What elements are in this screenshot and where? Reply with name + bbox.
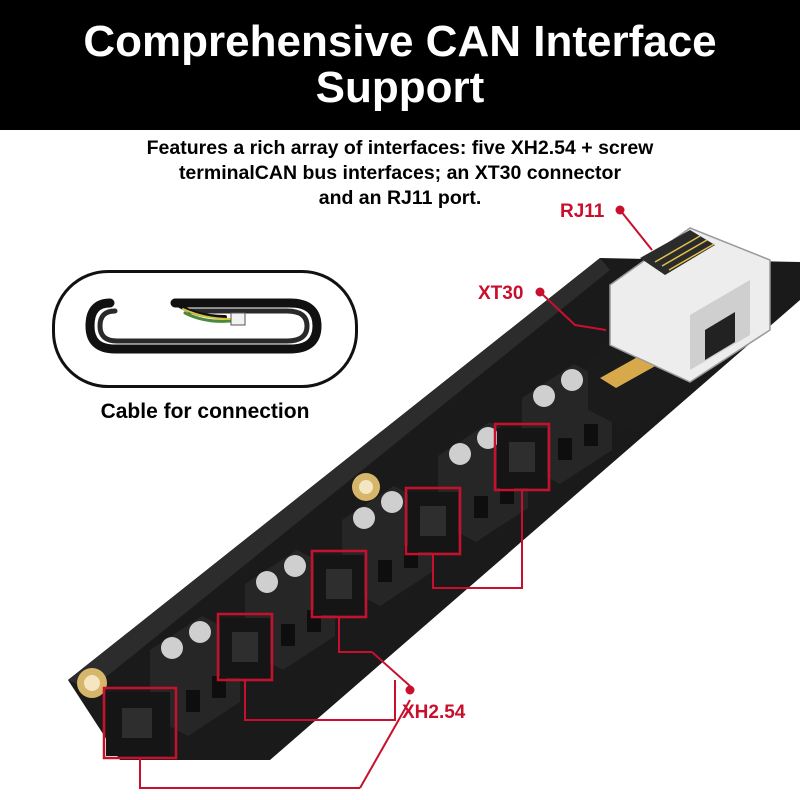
- xh254-connector: [106, 692, 170, 756]
- xh254-callout-dot: [405, 685, 415, 695]
- description-line: and an RJ11 port.: [318, 187, 482, 209]
- rj11-port: [609, 227, 771, 383]
- cable-caption: Cable for connection: [100, 400, 310, 423]
- xh254-connector: [220, 618, 270, 678]
- xh254-connector: [497, 428, 547, 488]
- rj11-leader-line: [619, 209, 653, 251]
- cable-icon: [85, 298, 322, 354]
- xt30-callout-dot: [535, 287, 545, 297]
- description-line: Features a rich array of interfaces: fiv…: [146, 137, 654, 159]
- xh254-connector: [314, 555, 364, 615]
- xt30-label: XT30: [478, 283, 524, 304]
- xt30-leader-line: [539, 291, 607, 331]
- page-title: Comprehensive CAN Interface Support: [83, 17, 717, 112]
- xh254-leader-lines: [139, 490, 523, 789]
- xh254-connector: [408, 492, 458, 552]
- rj11-callout-dot: [615, 205, 625, 215]
- rj11-label: RJ11: [560, 201, 605, 222]
- description-line: terminalCAN bus interfaces; an XT30 conn…: [178, 162, 622, 184]
- xh254-label: XH2.54: [402, 702, 466, 723]
- cable-panel: [52, 270, 358, 388]
- title-banner: Comprehensive CAN Interface Support: [0, 0, 800, 130]
- feature-description: Features a rich array of interfaces: fiv…: [60, 136, 740, 211]
